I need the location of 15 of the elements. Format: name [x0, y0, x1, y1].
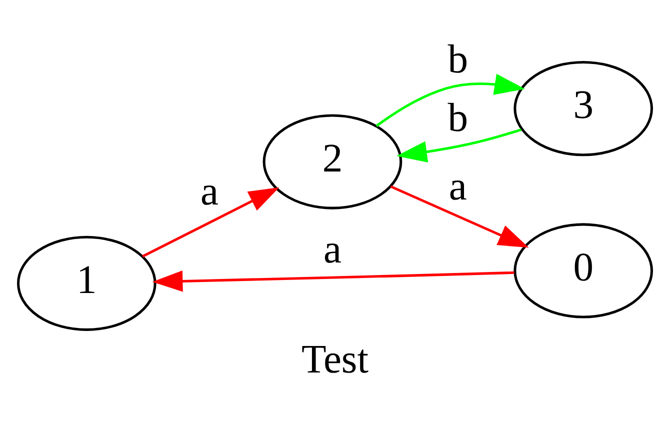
node-ellipse: 1	[16, 236, 156, 331]
edge-label: b	[448, 36, 468, 82]
node-ellipse: 3	[514, 61, 654, 156]
node-ellipse: 2	[262, 114, 402, 210]
edge-label: a	[323, 226, 342, 272]
diagram-title: Test	[302, 336, 368, 382]
edge-label: b	[448, 94, 468, 140]
edge-label: a	[448, 163, 467, 208]
arrow	[390, 185, 529, 248]
edge-label: a	[200, 168, 219, 214]
arrow	[152, 270, 514, 292]
node-ellipse: 0	[514, 223, 654, 318]
arrow	[396, 128, 522, 162]
arrow	[142, 187, 280, 258]
arrow	[376, 74, 525, 128]
